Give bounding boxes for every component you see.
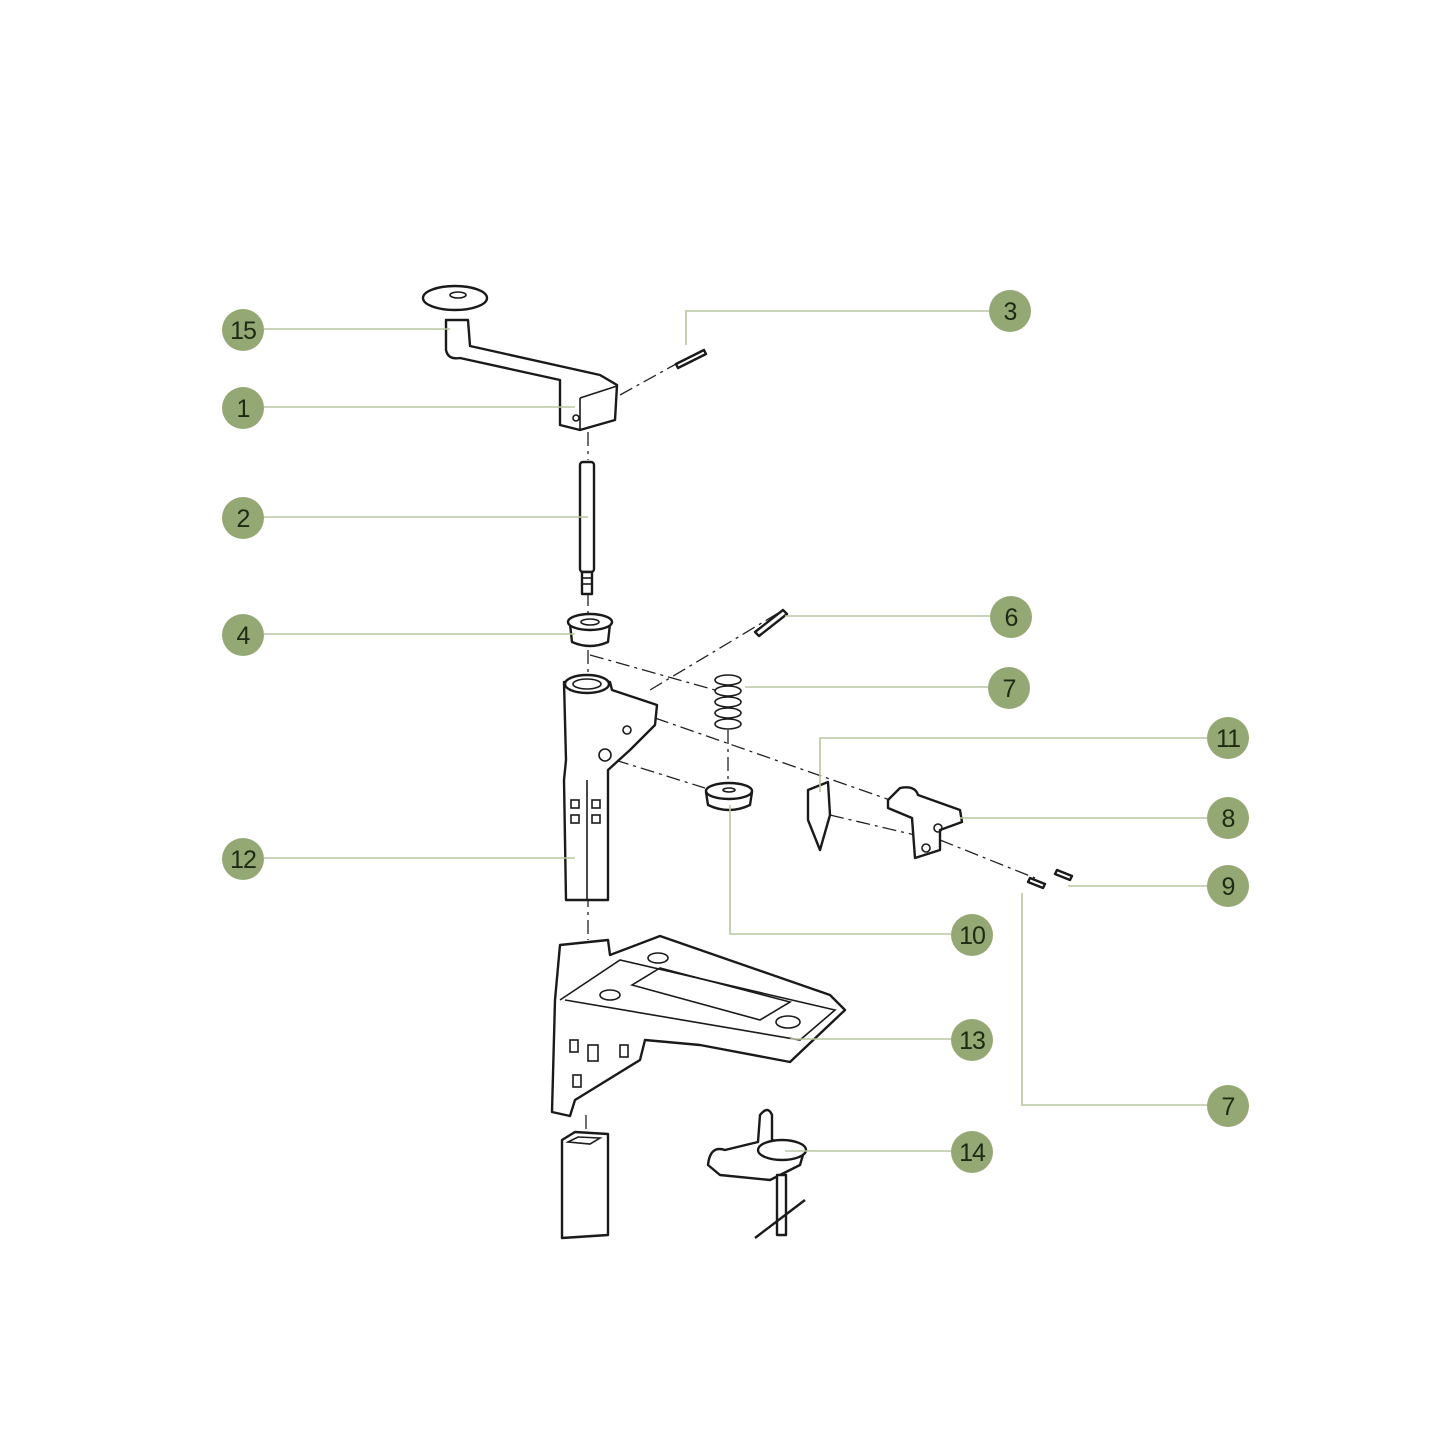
shaft-part [578, 460, 596, 596]
callout-number: 12 [230, 846, 256, 874]
pin-part [674, 348, 708, 370]
clamp-part [706, 1108, 808, 1239]
callout-7-spring[interactable]: 7 [988, 667, 1030, 709]
callout-number: 4 [237, 622, 251, 650]
callout-number: 7 [1003, 675, 1016, 703]
callout-number: 6 [1005, 604, 1018, 632]
callout-number: 11 [1216, 725, 1240, 753]
callout-14[interactable]: 14 [951, 1131, 993, 1173]
callout-11[interactable]: 11 [1207, 717, 1249, 759]
callout-10[interactable]: 10 [951, 914, 993, 956]
blade-bracket-part [886, 786, 964, 860]
callout-13[interactable]: 13 [951, 1019, 993, 1061]
crank-handle-part [421, 284, 619, 432]
callout-number: 9 [1222, 873, 1235, 901]
assembly-axes [585, 363, 1036, 1135]
pin-part-6 [753, 608, 789, 638]
callout-number: 10 [959, 922, 985, 950]
blade-part [806, 780, 832, 852]
spring-part [714, 674, 742, 730]
bushing-part [566, 612, 614, 648]
callout-1[interactable]: 1 [222, 387, 264, 429]
callout-8[interactable]: 8 [1207, 797, 1249, 839]
callout-3[interactable]: 3 [989, 290, 1031, 332]
callout-number: 3 [1004, 298, 1017, 326]
callout-7-screw[interactable]: 7 [1207, 1085, 1249, 1127]
callout-12[interactable]: 12 [222, 838, 264, 880]
knurled-nut-part [704, 781, 754, 812]
callout-6[interactable]: 6 [990, 596, 1032, 638]
square-tube-part [560, 1130, 610, 1240]
callout-15[interactable]: 15 [222, 309, 264, 351]
leader-lines [264, 310, 1207, 1152]
callout-number: 15 [230, 317, 256, 345]
callout-number: 14 [959, 1139, 986, 1167]
callout-number: 7 [1222, 1093, 1235, 1121]
callout-9[interactable]: 9 [1207, 865, 1249, 907]
base-plate-part [550, 934, 847, 1118]
callout-number: 2 [237, 505, 250, 533]
callout-4[interactable]: 4 [222, 614, 264, 656]
callout-number: 13 [959, 1027, 985, 1055]
callout-number: 1 [237, 395, 250, 423]
callout-2[interactable]: 2 [222, 497, 264, 539]
screw-parts [1026, 868, 1074, 890]
callout-number: 8 [1222, 805, 1235, 833]
column-part [562, 673, 659, 902]
